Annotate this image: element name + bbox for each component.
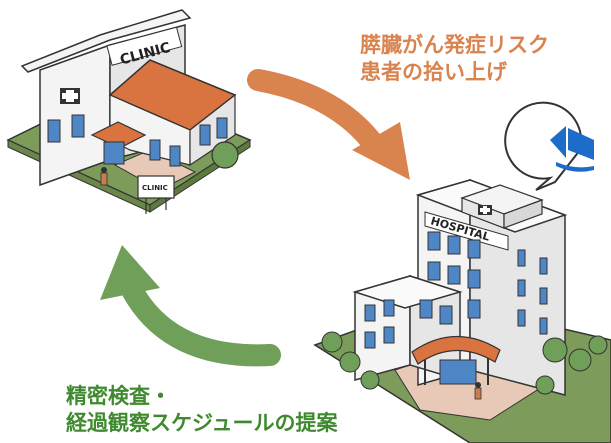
clinic-tree bbox=[211, 141, 239, 169]
hospital-entrance-door bbox=[439, 359, 477, 385]
clinic-building bbox=[6, 9, 252, 214]
hospital-tree bbox=[588, 335, 608, 355]
hospital-tree bbox=[568, 348, 592, 372]
hospital-window bbox=[364, 331, 376, 349]
hospital-window bbox=[447, 265, 461, 285]
referral-label-line: 患者の拾い上げ bbox=[360, 60, 507, 85]
return-label-line: 経過観察スケジュールの提案 bbox=[66, 411, 338, 436]
clinic-small-sign-text: CLINIC bbox=[142, 184, 168, 192]
hospital-window bbox=[427, 261, 441, 281]
clinic-person bbox=[101, 167, 107, 173]
referral-arrow bbox=[247, 69, 410, 180]
clinic-window bbox=[216, 117, 228, 139]
clinic-roof bbox=[20, 9, 192, 73]
hospital-tree bbox=[321, 331, 343, 353]
hospital-logo-icon bbox=[550, 126, 594, 172]
hospital-building bbox=[313, 178, 611, 443]
hospital-window bbox=[539, 287, 548, 305]
referral-label: 膵臓がん発症リスク 患者の拾い上げ bbox=[360, 32, 549, 87]
hospital-tree bbox=[360, 370, 380, 390]
clinic-door bbox=[103, 141, 125, 165]
return-label: 精密検査・ 経過観察スケジュールの提案 bbox=[66, 383, 338, 438]
hospital-person bbox=[475, 382, 481, 388]
hospital-sign-band bbox=[424, 211, 509, 251]
logo-speech-bubble bbox=[504, 101, 594, 191]
hospital-window bbox=[383, 299, 395, 317]
hospital-window bbox=[383, 326, 395, 344]
clinic-window bbox=[47, 119, 61, 143]
hospital-window bbox=[427, 231, 441, 251]
hospital-window bbox=[439, 305, 453, 325]
referral-label-line: 膵臓がん発症リスク bbox=[360, 33, 549, 57]
hospital-window bbox=[517, 309, 526, 327]
hospital-window bbox=[364, 304, 376, 322]
clinic-window bbox=[169, 145, 181, 167]
hospital-window bbox=[467, 269, 481, 289]
hospital-window bbox=[447, 235, 461, 255]
return-label-line: 精密検査・ bbox=[66, 384, 171, 408]
return-arrow bbox=[100, 245, 281, 367]
hospital-window bbox=[517, 249, 526, 267]
clinic-small-sign bbox=[137, 175, 175, 199]
hospital-window bbox=[467, 239, 481, 259]
hospital-tree bbox=[542, 337, 568, 363]
hospital-entrance-canopy bbox=[411, 335, 501, 365]
clinic-window bbox=[71, 114, 85, 138]
hospital-window bbox=[419, 299, 433, 319]
clinic-window bbox=[199, 124, 211, 146]
hospital-window bbox=[539, 257, 548, 275]
hospital-window bbox=[467, 299, 481, 319]
hospital-tree bbox=[535, 375, 555, 395]
hospital-window bbox=[539, 317, 548, 335]
clinic-window bbox=[149, 139, 161, 161]
hospital-tree bbox=[339, 351, 361, 373]
hospital-window bbox=[517, 279, 526, 297]
